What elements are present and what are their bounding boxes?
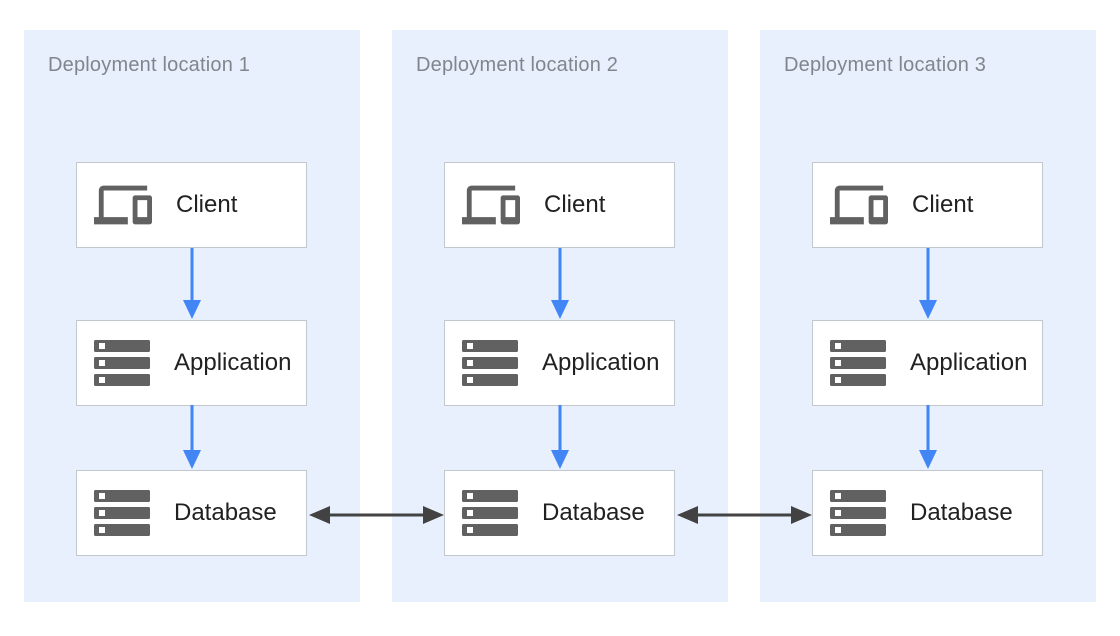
devices-icon bbox=[830, 185, 888, 225]
application-node: Application bbox=[444, 320, 675, 406]
deployment-location-2-panel: Deployment location 2 Client Application bbox=[392, 30, 728, 602]
node-label: Client bbox=[912, 191, 974, 218]
client-node: Client bbox=[76, 162, 307, 248]
server-stack-icon bbox=[462, 490, 518, 536]
database-node: Database bbox=[812, 470, 1043, 556]
client-to-application-arrow bbox=[551, 248, 569, 319]
application-to-database-arrow bbox=[919, 405, 937, 469]
server-stack-icon bbox=[94, 490, 150, 536]
node-label: Database bbox=[174, 499, 277, 526]
client-to-application-arrow bbox=[919, 248, 937, 319]
client-node: Client bbox=[812, 162, 1043, 248]
database-sync-arrow-2-3 bbox=[677, 506, 812, 524]
node-label: Client bbox=[176, 191, 238, 218]
devices-icon bbox=[462, 185, 520, 225]
node-label: Application bbox=[542, 349, 660, 376]
devices-icon bbox=[94, 185, 152, 225]
client-node: Client bbox=[444, 162, 675, 248]
panel-title: Deployment location 1 bbox=[48, 54, 251, 76]
deployment-location-3-panel: Deployment location 3 Client Application bbox=[760, 30, 1096, 602]
node-label: Database bbox=[542, 499, 645, 526]
application-node: Application bbox=[812, 320, 1043, 406]
application-to-database-arrow bbox=[183, 405, 201, 469]
node-label: Database bbox=[910, 499, 1013, 526]
server-stack-icon bbox=[830, 340, 886, 386]
server-stack-icon bbox=[830, 490, 886, 536]
node-label: Application bbox=[174, 349, 292, 376]
database-node: Database bbox=[76, 470, 307, 556]
client-to-application-arrow bbox=[183, 248, 201, 319]
panel-title: Deployment location 2 bbox=[416, 54, 619, 76]
server-stack-icon bbox=[462, 340, 518, 386]
node-label: Application bbox=[910, 349, 1028, 376]
node-label: Client bbox=[544, 191, 606, 218]
application-node: Application bbox=[76, 320, 307, 406]
server-stack-icon bbox=[94, 340, 150, 386]
panel-title: Deployment location 3 bbox=[784, 54, 987, 76]
database-sync-arrow-1-2 bbox=[309, 506, 444, 524]
deployment-location-1-panel: Deployment location 1 Client Application bbox=[24, 30, 360, 602]
database-node: Database bbox=[444, 470, 675, 556]
application-to-database-arrow bbox=[551, 405, 569, 469]
